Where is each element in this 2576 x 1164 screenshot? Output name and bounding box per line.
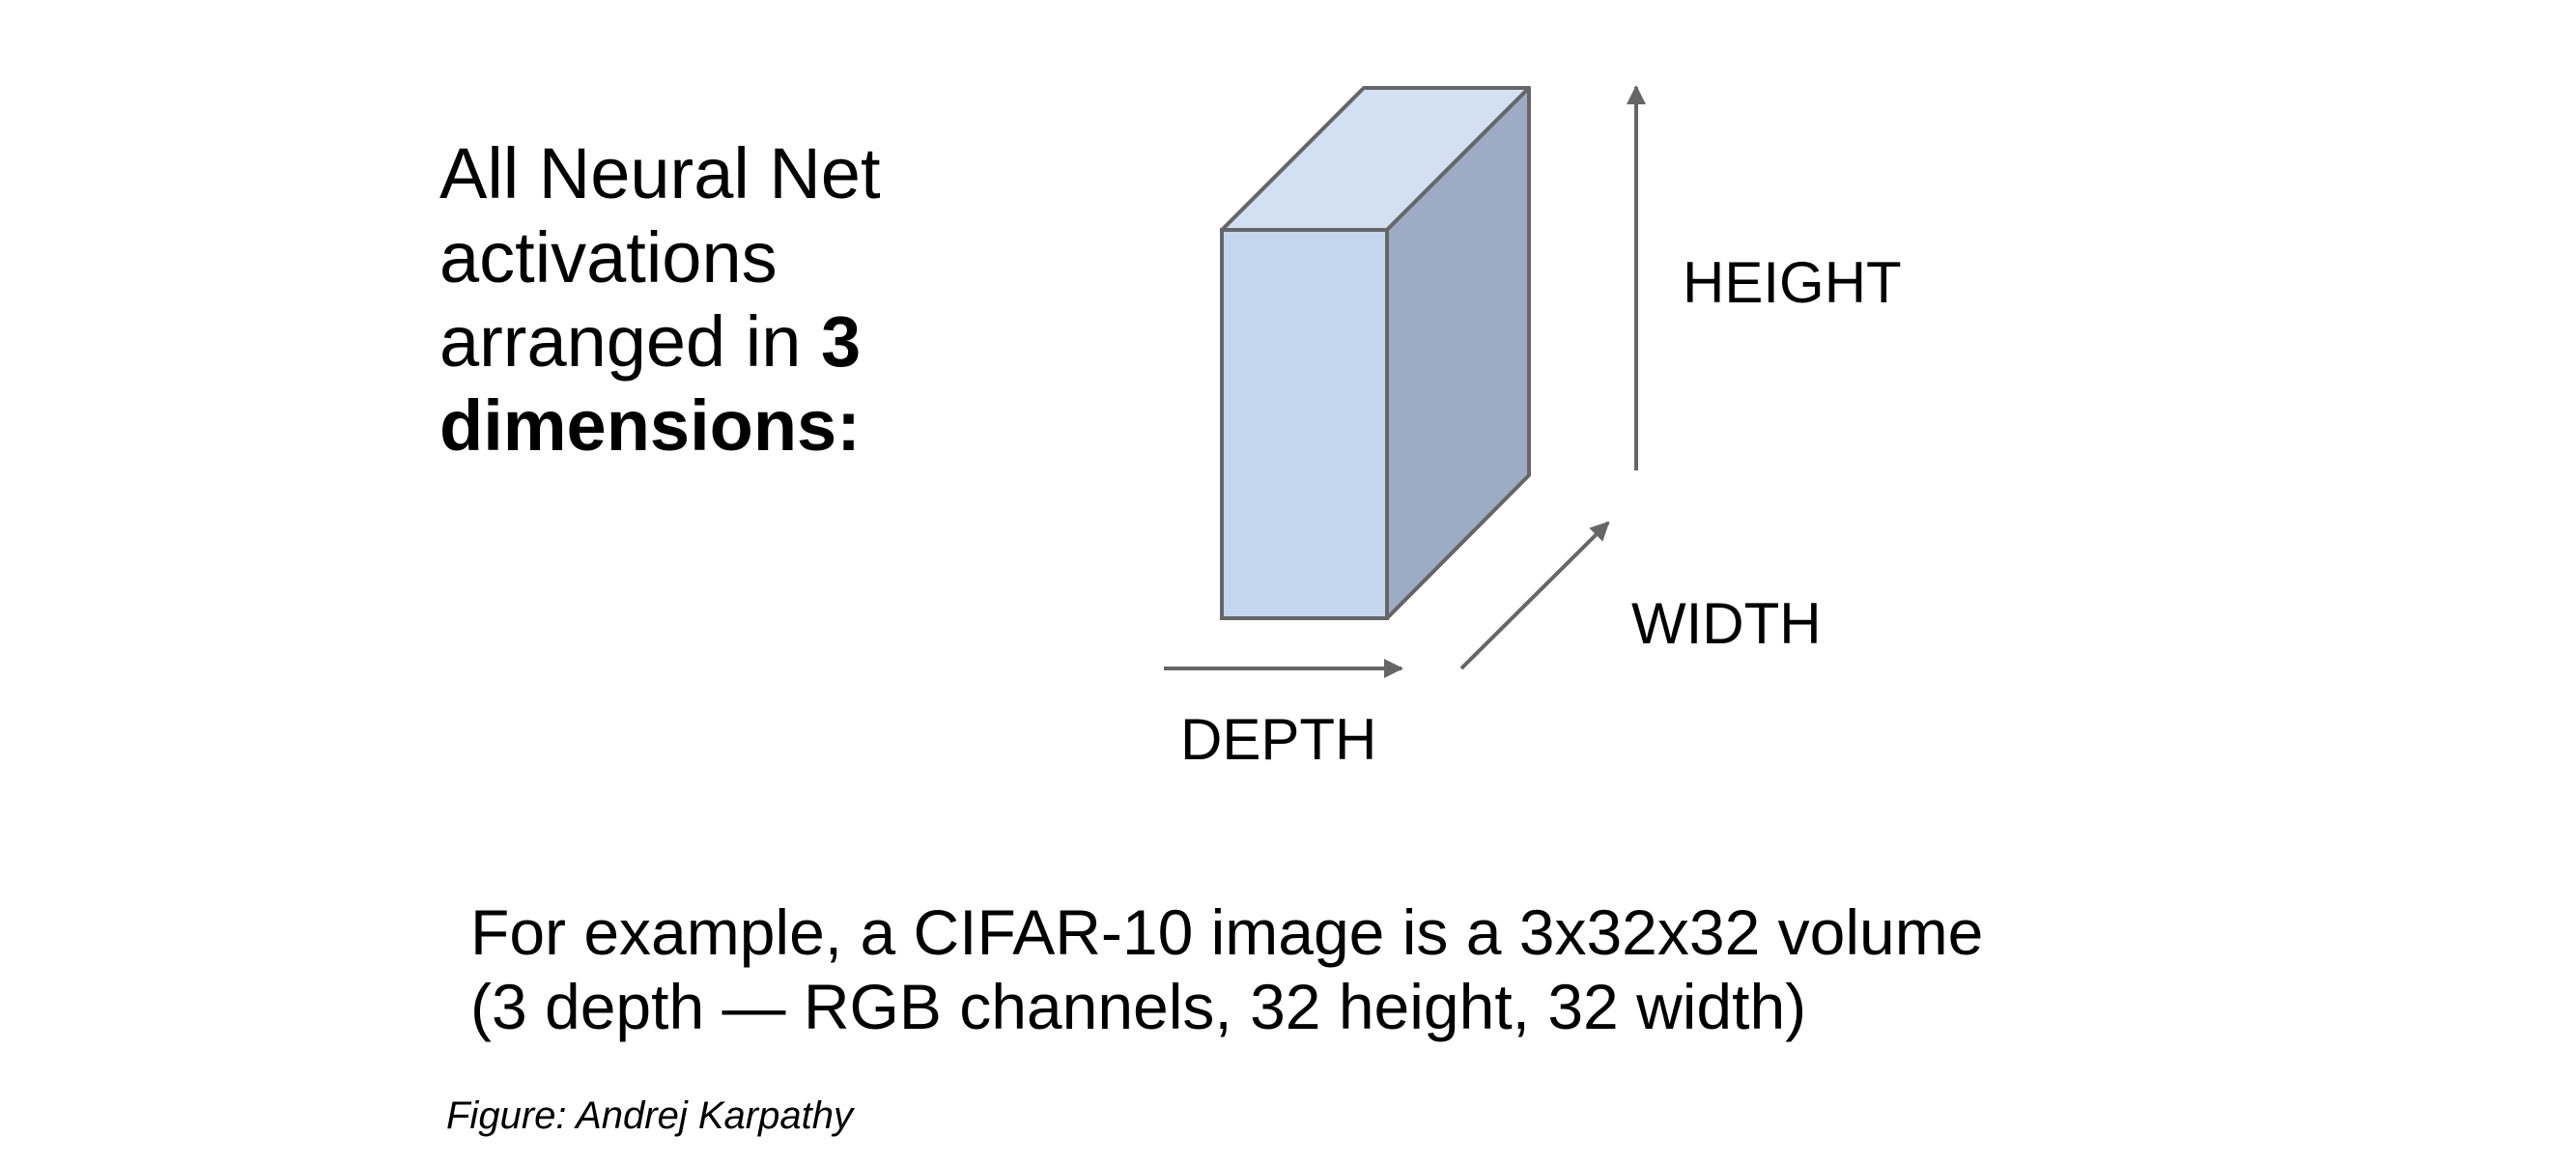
intro-line-4-bold: dimensions:	[439, 385, 861, 466]
intro-line-3-bold: 3	[820, 301, 862, 382]
height-label: HEIGHT	[1683, 250, 1902, 315]
intro-line-2: activations	[439, 217, 778, 298]
intro-line-3-prefix: arranged in	[439, 301, 821, 382]
width-label: WIDTH	[1631, 591, 1822, 656]
example-text: For example, a CIFAR-10 image is a 3x32x…	[470, 895, 1983, 1044]
intro-line-4: dimensions:	[439, 383, 881, 468]
example-line-2: (3 depth — RGB channels, 32 height, 32 w…	[470, 971, 1807, 1042]
intro-line-1: All Neural Net	[439, 133, 881, 213]
intro-line-3: arranged in 3	[439, 299, 881, 383]
intro-text: All Neural Net activations arranged in 3…	[439, 131, 881, 468]
slide-title: 3D Activations	[0, 0, 2576, 19]
depth-label: DEPTH	[1180, 707, 1376, 772]
figure-caption: Figure: Andrej Karpathy	[446, 1094, 853, 1137]
width-arrow	[1459, 521, 1610, 670]
example-line-1: For example, a CIFAR-10 image is a 3x32x…	[470, 896, 1984, 968]
cube-front-face	[1220, 228, 1389, 620]
